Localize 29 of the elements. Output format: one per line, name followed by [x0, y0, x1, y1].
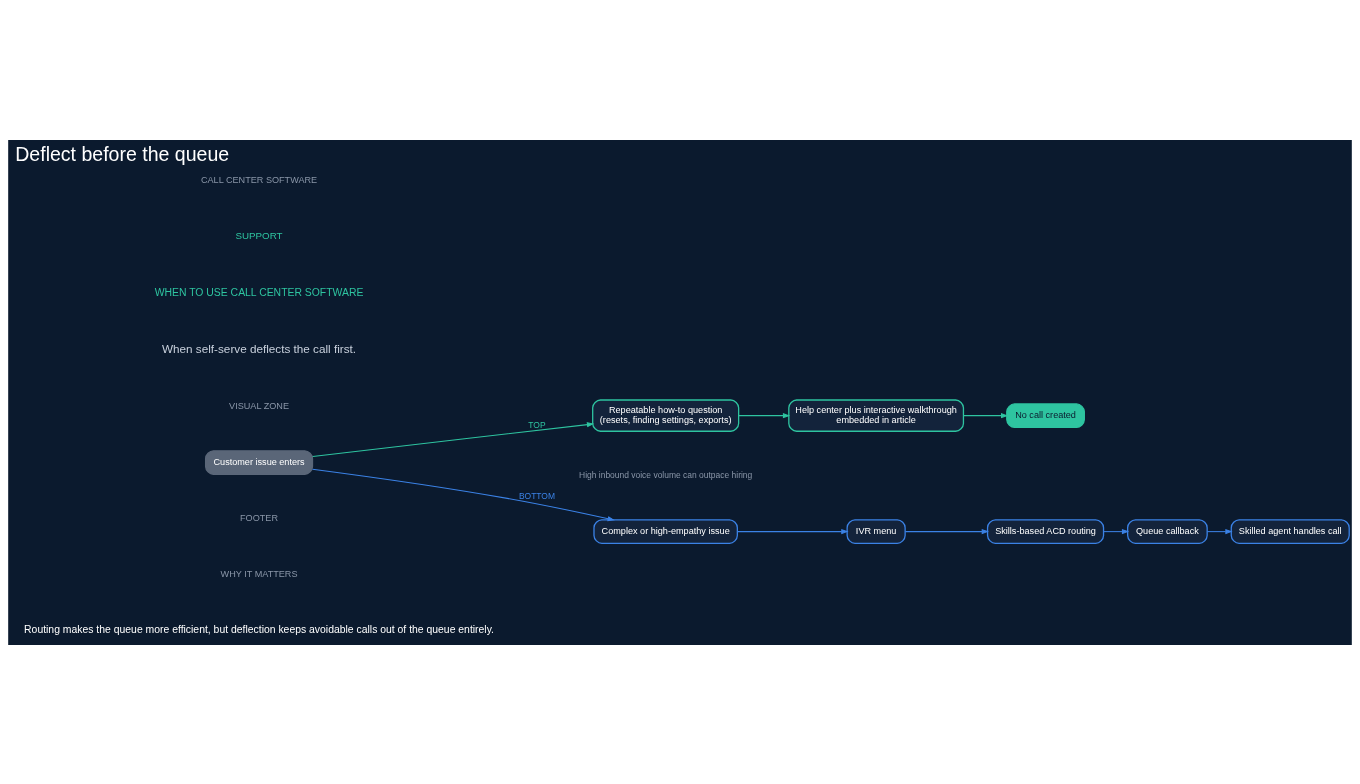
node-box: No call created [1006, 402, 1085, 428]
node-box: Skills-based ACD routing [986, 518, 1105, 544]
edge-label: TOP [528, 419, 546, 430]
label: CALL CENTER SOFTWARE [200, 174, 318, 185]
label: WHEN TO USE CALL CENTER SOFTWARE [154, 286, 364, 298]
node-box: Queue callback [1127, 518, 1208, 544]
arrow [312, 421, 595, 457]
label: Routing makes the queue more efficient, but deflection keeps avoidable calls out of the queue entirely. [24, 623, 495, 635]
arrow [1206, 528, 1233, 534]
arrow [736, 528, 849, 534]
arrow [312, 468, 615, 521]
label: High inbound voice volume can outpace hiring [579, 469, 753, 480]
node-box: Complex or high-empathy issue [593, 518, 738, 544]
label: FOOTER [240, 512, 279, 523]
node-box: Customer issue enters [205, 449, 314, 475]
label: SUPPORT [235, 229, 283, 241]
arrow [963, 412, 1009, 418]
node-box: Repeatable how-to question (resets, finding settings, exports) [592, 398, 740, 432]
label: WHY IT MATTERS [220, 568, 298, 579]
node-box: Skilled agent handles call [1230, 518, 1350, 544]
label: VISUAL ZONE [229, 400, 290, 411]
node-box: IVR menu [846, 518, 906, 544]
edge-label: BOTTOM [518, 490, 556, 501]
arrow [1103, 528, 1130, 534]
diagram-title: Deflect before the queue [15, 142, 230, 165]
label: When self-serve deflects the call first. [162, 341, 357, 355]
node-box: Help center plus interactive walkthrough embedded in article [788, 398, 965, 432]
arrow [738, 412, 791, 418]
arrow [904, 528, 989, 534]
